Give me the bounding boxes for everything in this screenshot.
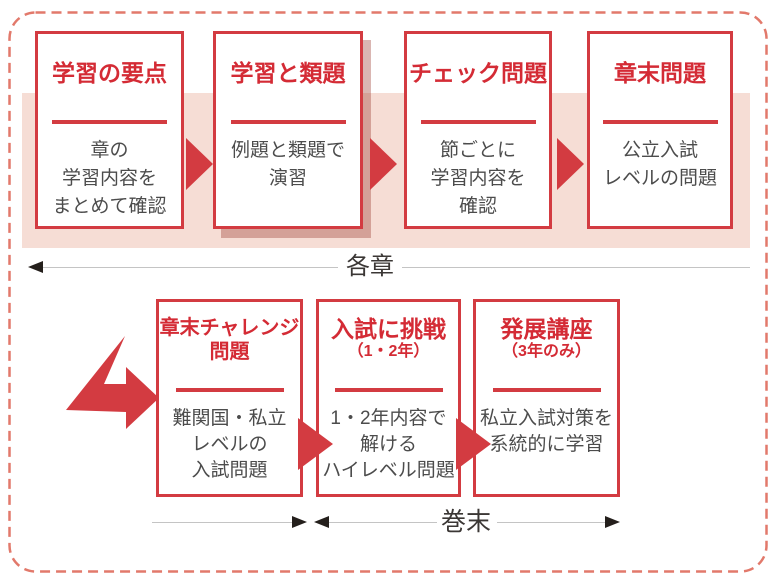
box-body: 1・2年内容で 解ける ハイレベル問題 [322,406,455,484]
body-line: 学習内容を [61,168,157,189]
body-line: 確認 [458,196,497,217]
left-arrowhead-icon [28,261,43,273]
appendix-range-line [497,522,606,523]
box-divider [175,388,284,392]
body-line: 入試問題 [191,460,268,481]
bent-arrow-icon [66,336,159,429]
body-line: 節ごとに [439,140,516,161]
chapter-range-label: 各章 [338,253,402,281]
range-line-left [152,522,293,523]
body-line: 私立入試対策を [479,408,613,429]
box-body: 公立入試 レベルの問題 [603,137,717,193]
flow-arrow-icon [298,418,333,470]
box-title: 学習と類題 [230,60,346,86]
body-line: 例題と類題で [230,140,345,161]
box-title-wrap: 章末チャレンジ 問題 [160,316,300,388]
box-divider [230,120,346,124]
box-title: 章末問題 [614,60,706,86]
flow-box-gakushu-to-ruidai: 学習と類題 例題と類題で 演習 [213,31,363,229]
body-line: 難関国・私立 [172,408,287,429]
body-line: 公立入試 [621,140,698,161]
box-body: 章の 学習内容を まとめて確認 [52,137,166,221]
body-line: 系統的に学習 [489,434,604,455]
body-line: 1・2年内容で [330,408,447,429]
flow-box-shomatsu-challenge: 章末チャレンジ 問題 難関国・私立 レベルの 入試問題 [156,299,303,497]
box-title: チェック問題 [409,60,547,86]
body-line: まとめて確認 [52,196,167,217]
box-title-wrap: 入試に挑戦 （1・2年） [331,316,446,388]
flow-box-check-mondai: チェック問題 節ごとに 学習内容を 確認 [404,31,552,229]
flow-arrow-icon [370,138,397,190]
appendix-range-line [329,522,437,523]
box-title: 章末チャレンジ [159,317,300,339]
box-body: 例題と類題で 演習 [231,137,345,193]
body-line: 章の [90,140,129,161]
box-divider [492,388,601,392]
flow-box-gakushu-no-yoten: 学習の要点 章の 学習内容を まとめて確認 [35,31,184,229]
box-title: 発展講座 [500,316,593,342]
body-line: レベルの [191,434,268,455]
box-body: 難関国・私立 レベルの 入試問題 [172,406,286,484]
right-arrowhead-icon [605,516,620,528]
box-divider [334,388,443,392]
flow-arrow-icon [557,138,584,190]
box-title-line2: 問題 [209,341,250,363]
box-subtitle: （3年のみ） [502,343,591,360]
box-title: 学習の要点 [52,60,167,86]
left-arrowhead-icon [314,516,329,528]
flow-arrow-icon [456,418,491,470]
box-body: 私立入試対策を 系統的に学習 [480,406,613,458]
body-line: レベルの問題 [602,168,717,189]
body-line: 学習内容を [430,168,526,189]
box-divider [420,120,536,124]
flow-arrow-icon [186,138,213,190]
box-body: 節ごとに 学習内容を 確認 [430,137,525,221]
box-divider [602,120,718,124]
right-arrowhead-icon [292,516,307,528]
flow-box-shomatsu-mondai: 章末問題 公立入試 レベルの問題 [587,31,733,229]
body-line: ハイレベル問題 [322,460,455,481]
box-title-wrap: 発展講座 （3年のみ） [501,316,593,388]
flow-box-hatten-koza: 発展講座 （3年のみ） 私立入試対策を 系統的に学習 [473,299,620,497]
appendix-range-label: 巻末 [437,508,496,536]
box-divider [52,120,167,124]
body-line: 演習 [268,168,307,189]
box-title: 入試に挑戦 [331,316,446,342]
flow-box-nyushi-ni-chosen: 入試に挑戦 （1・2年） 1・2年内容で 解ける ハイレベル問題 [316,299,461,497]
box-subtitle: （1・2年） [347,343,430,360]
body-line: 解ける [359,434,417,455]
